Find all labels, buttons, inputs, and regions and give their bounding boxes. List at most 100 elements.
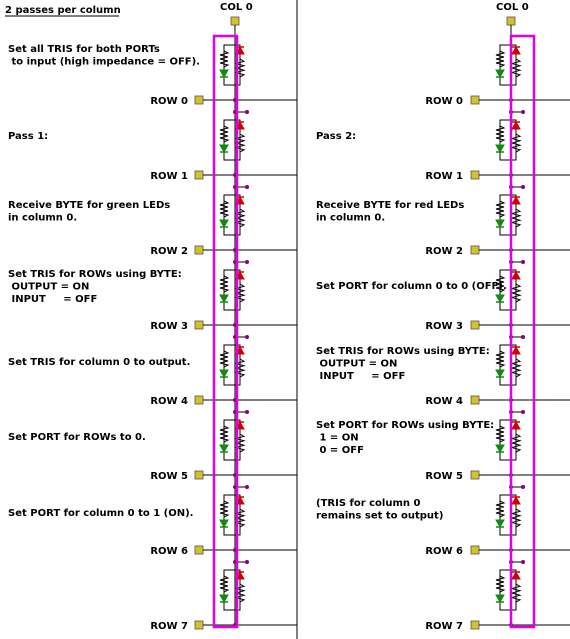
cross-node [245,185,249,189]
col-pad [506,16,516,26]
row-pad [470,95,480,105]
note-text: remains set to output) [316,511,443,522]
row-pad [194,95,204,105]
cell-wire-left [499,494,511,536]
resistor [219,200,230,218]
green-led [219,69,229,79]
red-led [511,120,521,130]
green-led [495,519,505,529]
row-label: ROW 7 [150,621,188,632]
cross-node [245,560,249,564]
green-led [495,444,505,454]
cross-node [521,110,525,114]
cell-wire-left [499,269,511,311]
note-text: Set PORT for ROWs using BYTE: [316,420,494,431]
cross-node [245,110,249,114]
resistor [219,275,230,293]
resistor [219,125,230,143]
cell-wire-left [223,119,235,161]
row-label: ROW 0 [425,96,463,107]
cross-node [521,260,525,264]
col-pad [230,16,240,26]
cell-wire-left [499,419,511,461]
resistor [495,575,506,593]
column-highlight [212,34,239,629]
note-text: Receive BYTE for red LEDs [316,200,464,211]
cell-wire-left [223,494,235,536]
row-label: ROW 1 [150,171,188,182]
note-text: 0 = OFF [316,445,364,456]
cross-node [245,485,249,489]
resistor [219,425,230,443]
row-label: ROW 1 [425,171,463,182]
row-label: ROW 4 [150,396,188,407]
cell-wire-left [223,569,235,611]
cell-wire-left [499,194,511,236]
row-pad [194,620,204,630]
green-led [495,294,505,304]
cross-node [521,485,525,489]
note-text: Set PORT for ROWs to 0. [8,432,146,443]
red-led [511,345,521,355]
note-text: 1 = ON [316,433,359,444]
green-led [219,519,229,529]
cross-node [245,335,249,339]
resistor [495,200,506,218]
green-led [219,219,229,229]
cell-wire-left [223,194,235,236]
resistor [495,125,506,143]
row-pad [470,545,480,555]
note-text: INPUT = OFF [316,371,405,382]
cross-node [245,410,249,414]
resistor [219,50,230,68]
row-pad [194,545,204,555]
note-text: Set TRIS for ROWs using BYTE: [8,269,182,280]
pass-heading: Pass 2: [316,131,356,142]
red-led [511,495,521,505]
row-pad [470,620,480,630]
green-led [219,144,229,154]
green-led [219,444,229,454]
row-label: ROW 0 [150,96,188,107]
resistor [219,350,230,368]
green-led [495,594,505,604]
red-led [511,570,521,580]
cross-node [521,560,525,564]
row-pad [470,170,480,180]
red-led [511,45,521,55]
cell-wire-left [223,269,235,311]
row-label: ROW 3 [150,321,188,332]
row-label: ROW 5 [425,471,463,482]
cell-wire-left [499,569,511,611]
row-label: ROW 5 [150,471,188,482]
note-text: OUTPUT = ON [316,359,397,370]
green-led [495,219,505,229]
cross-node [245,260,249,264]
column-highlight [509,34,536,629]
note-text: Set PORT for column 0 to 0 (OFF). [316,281,507,292]
note-text: Set TRIS for column 0 to output. [8,357,190,368]
row-label: ROW 3 [425,321,463,332]
resistor [495,425,506,443]
green-led [495,144,505,154]
row-label: ROW 2 [150,246,188,257]
green-led [219,294,229,304]
row-label: ROW 7 [425,621,463,632]
cell-wire-left [499,44,511,86]
row-pad [470,245,480,255]
row-pad [470,470,480,480]
cell-wire-left [499,119,511,161]
note-text: Set PORT for column 0 to 1 (ON). [8,508,193,519]
cross-node [521,185,525,189]
resistor [495,350,506,368]
resistor [495,275,506,293]
row-label: ROW 4 [425,396,463,407]
note-text: in column 0. [316,213,385,224]
red-led [511,270,521,280]
note-text: Receive BYTE for green LEDs [8,200,170,211]
green-led [495,369,505,379]
green-led [219,594,229,604]
row-pad [194,170,204,180]
